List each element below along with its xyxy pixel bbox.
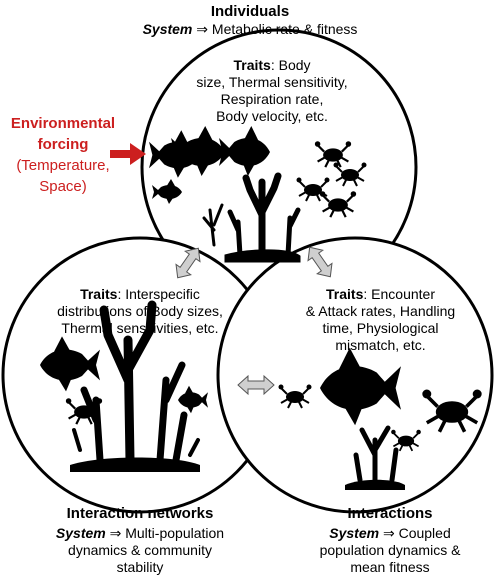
- individuals-traits: Traits: Body size, Thermal sensitivity, …: [172, 57, 372, 125]
- system-label: System: [55, 525, 106, 541]
- forcing-title: Environmental: [10, 115, 116, 132]
- interactions-heading: Interactions: [347, 505, 433, 522]
- interactions-traits: Traits: Encounter & Attack rates, Handli…: [298, 286, 463, 354]
- traits-line: time, Physiological: [322, 320, 439, 336]
- system-line: dynamics & community: [68, 542, 212, 558]
- right-coral-icon: [345, 425, 405, 490]
- traits-line: mismatch, etc.: [335, 337, 426, 353]
- system-line: population dynamics &: [319, 542, 461, 558]
- top-coral-icon: [202, 172, 301, 263]
- traits-line: : Encounter: [363, 286, 435, 302]
- system-line: Multi-population: [125, 525, 225, 541]
- forcing-subtitle: (Temperature,: [16, 157, 110, 174]
- individuals-system-text: Metabolic rate & fitness: [211, 21, 358, 37]
- traits-line: Body velocity, etc.: [216, 108, 328, 124]
- traits-line: distributions of Body sizes,: [57, 303, 223, 319]
- networks-heading: Interaction networks: [66, 505, 214, 522]
- traits-line: Respiration rate,: [220, 91, 324, 107]
- traits-label: Traits: [233, 57, 271, 73]
- forcing-subtitle: Space): [39, 178, 87, 195]
- left-coral-icon: [70, 300, 200, 472]
- system-line: mean fitness: [350, 559, 430, 575]
- traits-line: & Attack rates, Handling: [305, 303, 456, 319]
- system-label: System: [142, 21, 193, 37]
- traits-line: : Body: [270, 57, 311, 73]
- traits-line: size, Thermal sensitivity,: [196, 74, 348, 90]
- implies-symbol: ⇒: [382, 525, 395, 541]
- forcing-label: Environmental forcing (Temperature, Spac…: [0, 113, 132, 197]
- forcing-title: forcing: [37, 136, 89, 153]
- networks-system: System ⇒ Multi-population dynamics & com…: [20, 525, 260, 576]
- implies-symbol: ⇒: [109, 525, 122, 541]
- networks-traits: Traits: Interspecific distributions of B…: [40, 286, 240, 337]
- individuals-system: System ⇒ Metabolic rate & fitness: [100, 21, 400, 38]
- traits-line: Thermal sensitivities, etc.: [61, 320, 219, 336]
- implies-symbol: ⇒: [196, 21, 209, 37]
- red-arrow-icon: [110, 143, 146, 165]
- individuals-heading: Individuals: [210, 3, 290, 20]
- traits-line: : Interspecific: [117, 286, 200, 302]
- system-line: Coupled: [398, 525, 451, 541]
- system-label: System: [329, 525, 380, 541]
- traits-label: Traits: [326, 286, 364, 302]
- system-line: stability: [116, 559, 164, 575]
- interactions-system: System ⇒ Coupled population dynamics & m…: [290, 525, 490, 576]
- traits-label: Traits: [80, 286, 118, 302]
